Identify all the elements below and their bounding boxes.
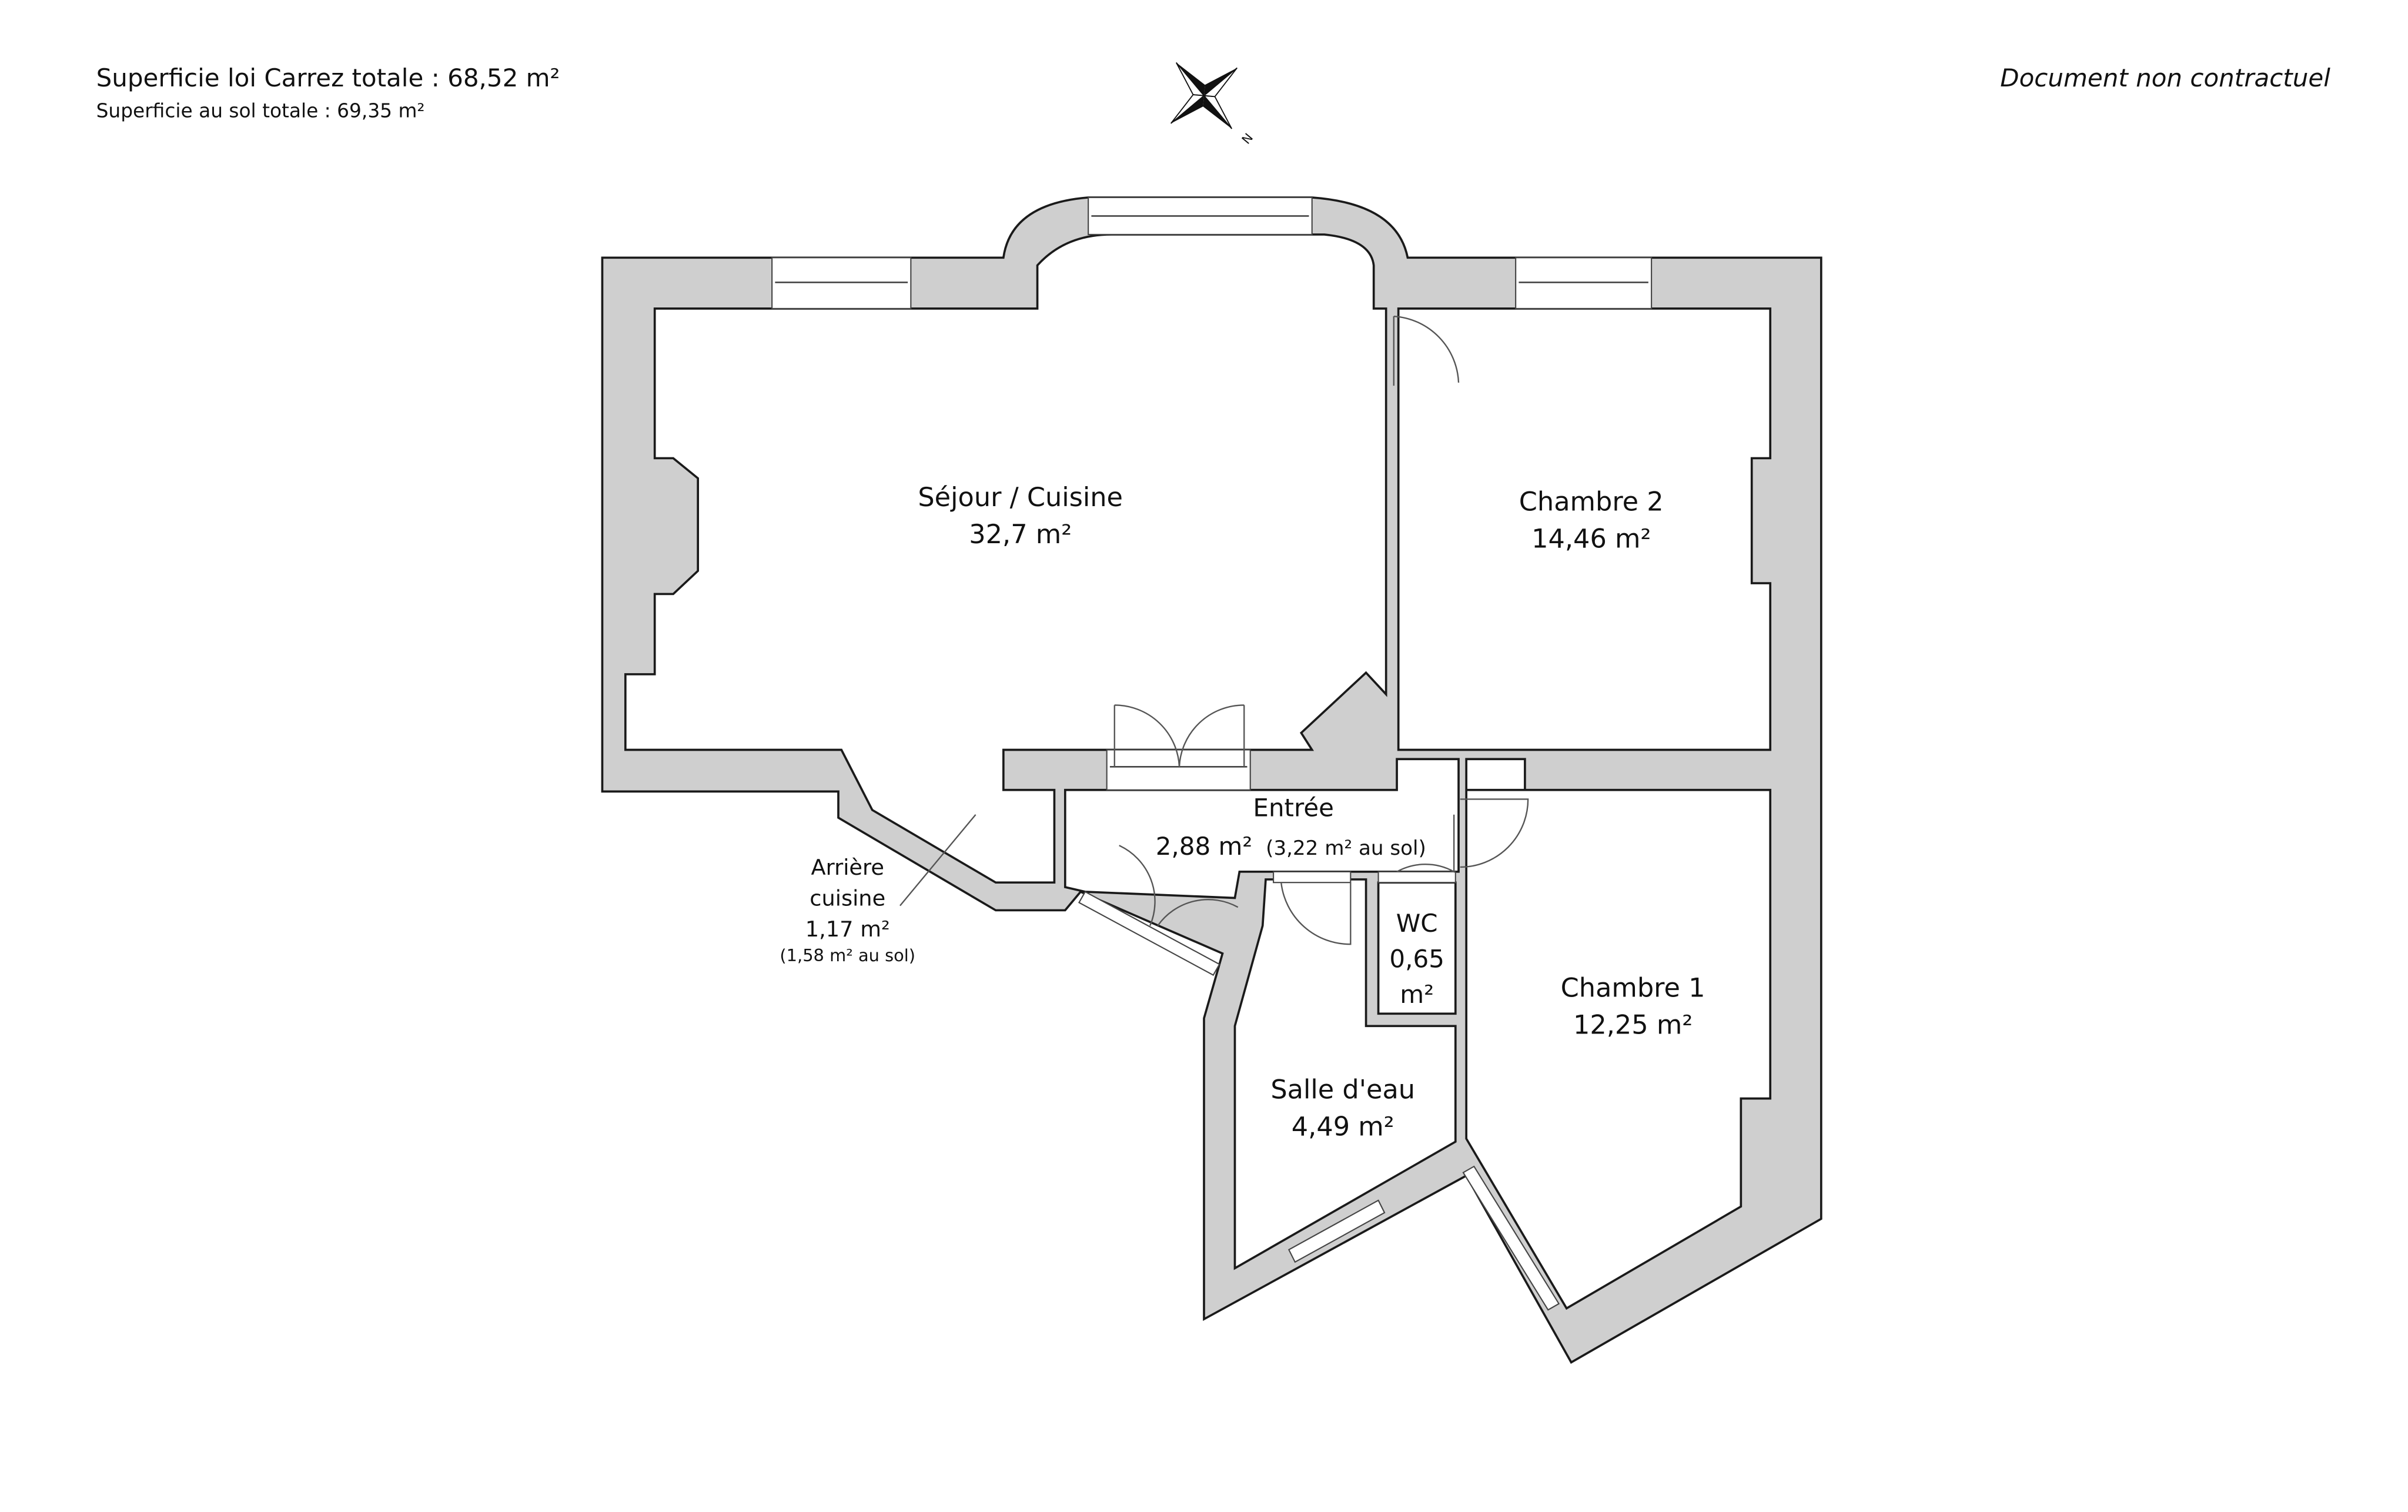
room-name-line2: cuisine [810, 886, 885, 911]
room-area: 12,25 m² [1573, 1009, 1693, 1040]
compass-icon [1170, 62, 1238, 129]
compass-north-label: N [1239, 131, 1256, 146]
room-area: 4,49 m² [1292, 1112, 1394, 1142]
carrez-total: Superficie loi Carrez totale : 68,52 m² [96, 63, 560, 92]
windows [771, 196, 1653, 1311]
room-name: Entrée [1253, 793, 1334, 822]
room-floor-area: (3,22 m² au sol) [1266, 837, 1426, 860]
room-area: 0,65 [1389, 945, 1444, 974]
door-swings [899, 315, 1529, 945]
room-sejour-cuisine [624, 233, 1387, 884]
room-name: Salle d'eau [1270, 1075, 1415, 1105]
room-area-unit: m² [1400, 980, 1434, 1009]
room-name: Chambre 2 [1519, 487, 1664, 517]
room-area: 32,7 m² [969, 519, 1072, 550]
room-chambre-2 [1397, 307, 1772, 751]
room-chambre-1 [1465, 758, 1772, 1310]
room-floor-area: (1,58 m² au sol) [780, 945, 915, 965]
disclaimer: Document non contractuel [2000, 63, 2330, 92]
room-name: Séjour / Cuisine [918, 482, 1123, 513]
room-name: Arrière [811, 855, 884, 880]
room-area: 2,88 m² [1156, 832, 1253, 861]
room-name: Chambre 1 [1561, 972, 1705, 1003]
room-area: 14,46 m² [1531, 524, 1651, 554]
sol-total: Superficie au sol totale : 69,35 m² [96, 99, 425, 122]
room-name: WC [1396, 909, 1438, 938]
room-wc [1377, 881, 1457, 1015]
room-area: 1,17 m² [805, 916, 890, 942]
room-salle-d-eau [1233, 878, 1457, 1270]
